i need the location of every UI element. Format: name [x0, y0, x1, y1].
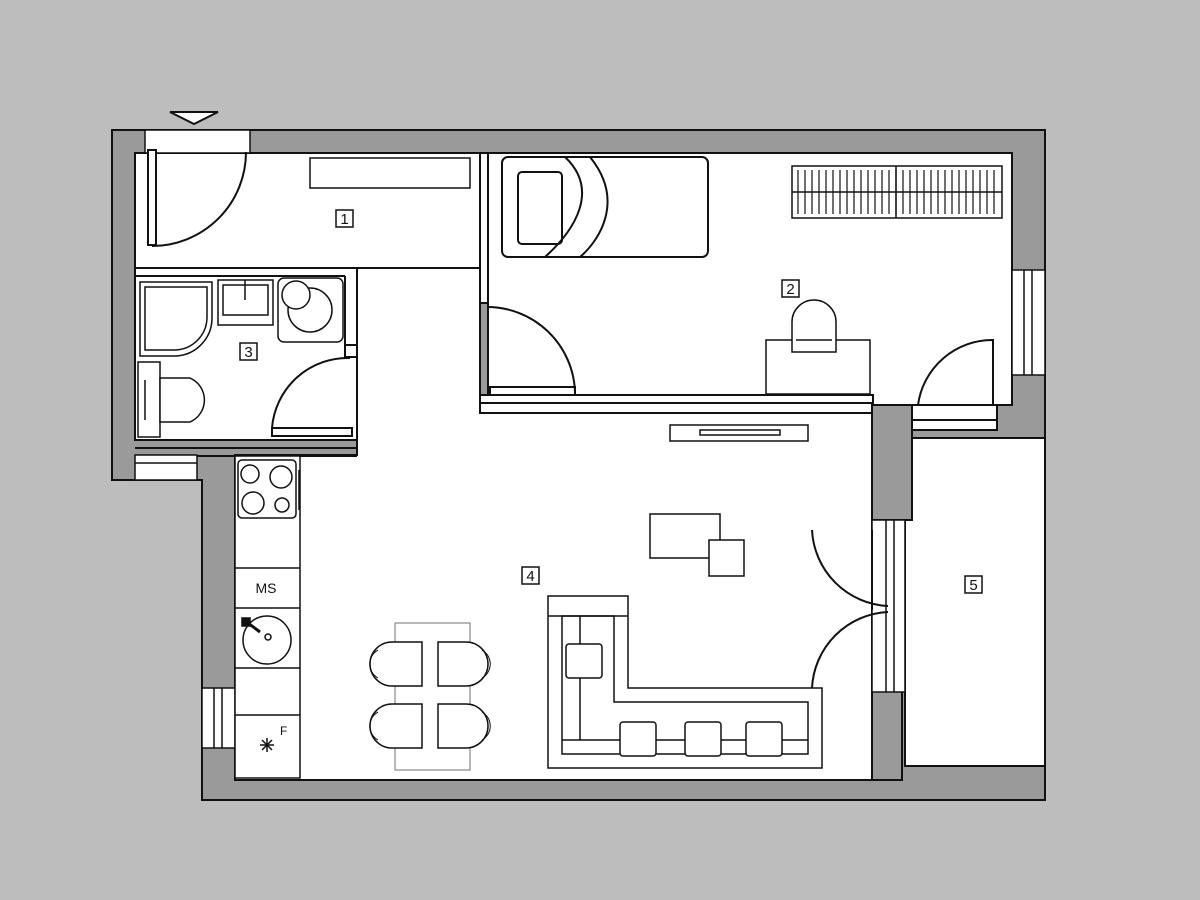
bathroom-door[interactable] — [271, 356, 353, 437]
room-labels: 1 2 3 4 5 — [239, 209, 983, 594]
dining-chair — [369, 703, 423, 749]
sofa-icon — [547, 595, 823, 769]
svg-text:3: 3 — [244, 344, 252, 361]
cushion — [565, 643, 603, 679]
room-label-3: 3 — [239, 342, 258, 361]
coffee-tables — [649, 513, 745, 577]
shower-icon — [139, 281, 213, 357]
cushion — [684, 721, 722, 757]
room-label-5: 5 — [964, 575, 983, 594]
desk — [765, 299, 871, 395]
windows — [134, 269, 1046, 749]
doors — [147, 149, 994, 689]
toilet-icon — [137, 361, 206, 438]
fridge-icon: F — [260, 724, 287, 752]
room-label-1: 1 — [335, 209, 354, 228]
entrance-door[interactable] — [147, 149, 247, 247]
entrance-arrow-icon — [169, 111, 219, 126]
radiator-icon — [791, 165, 1003, 219]
cushion — [619, 721, 657, 757]
partitions — [135, 152, 1012, 781]
dining-table — [394, 622, 471, 771]
svg-text:5: 5 — [969, 577, 977, 594]
hall-shelf — [309, 157, 471, 189]
tv-unit — [669, 424, 809, 442]
entrance — [144, 111, 251, 154]
room-label-2: 2 — [781, 279, 800, 298]
washbasin — [217, 279, 274, 326]
window-bedroom — [1011, 269, 1046, 376]
svg-text:2: 2 — [786, 281, 794, 298]
dining-chair — [437, 641, 489, 687]
cushion — [745, 721, 783, 757]
window-balcony-door — [871, 519, 906, 693]
balcony-door[interactable] — [811, 529, 889, 689]
bedroom-door[interactable] — [486, 306, 576, 396]
window-bathroom — [134, 454, 198, 481]
window-kitchen — [201, 687, 236, 749]
wardrobe-door[interactable] — [917, 338, 994, 406]
room-label-4: 4 — [521, 566, 540, 585]
dining-set — [369, 622, 491, 771]
svg-text:1: 1 — [340, 211, 348, 228]
cooktop-icon — [237, 459, 300, 519]
bed-icon — [501, 156, 709, 258]
ms-label: MS — [256, 580, 277, 596]
washing-machine-icon — [277, 277, 344, 343]
kitchen-sink-icon — [241, 615, 292, 665]
fridge-label: F — [280, 724, 287, 738]
dining-chair — [369, 641, 423, 687]
svg-text:4: 4 — [526, 568, 534, 585]
balcony-floor — [904, 437, 1046, 767]
dining-chair — [437, 703, 489, 749]
chair-icon — [791, 299, 837, 353]
